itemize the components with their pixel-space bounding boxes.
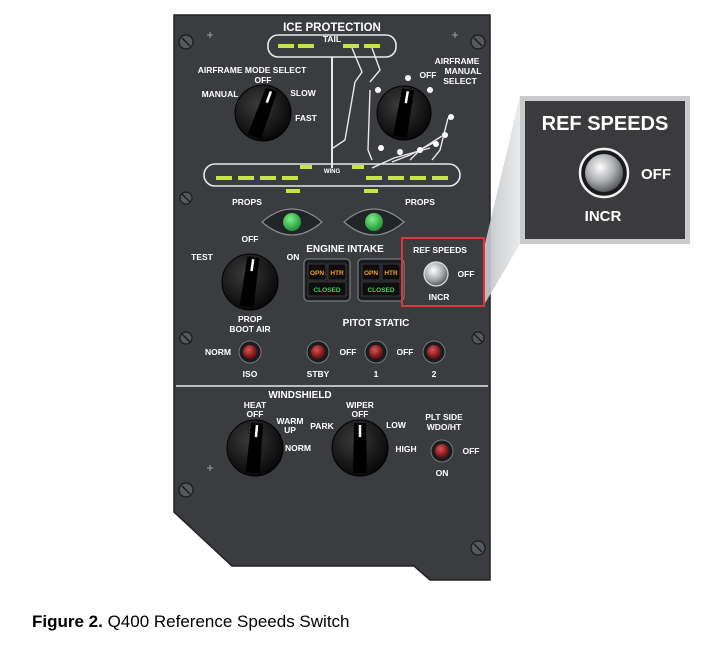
airframe-manual-title-2: MANUAL [445,66,482,76]
engine-intake-left-opn: OPN [310,270,324,277]
warm-up-2: UP [284,425,296,435]
prop-knob-test: TEST [191,252,214,262]
panel-crosses [207,32,458,471]
engine-intake-right-closed: CLOSED [367,287,394,294]
pitot-2-button[interactable] [422,340,446,364]
pitot-stby-button[interactable] [306,340,330,364]
heat-off-1: HEAT [244,400,267,410]
callout-button [585,154,623,192]
figure-caption-label: Figure 2. [32,612,103,631]
airframe-manual-knob[interactable] [376,85,432,141]
engine-intake-right-opn: OPN [364,270,378,277]
prop-knob-off: OFF [242,234,259,244]
plt-side-1: PLT SIDE [425,412,463,422]
callout-incr: INCR [585,208,622,225]
engine-intake-right-htr: HTR [384,270,398,277]
airframe-mode-fast: FAST [295,113,318,123]
wiper-off-1: WIPER [346,400,374,410]
ref-speeds-off: OFF [458,269,475,279]
pitot-static-title: PITOT STATIC [343,318,410,329]
ice-protection-title: ICE PROTECTION [283,22,381,34]
ref-speeds-callout: REF SPEEDS OFF INCR [520,96,690,244]
windshield-heat-knob[interactable] [226,419,284,477]
boot-air-iso: ISO [243,369,258,379]
wing-deice-segments [216,165,448,193]
plt-side-2: WDO/HT [427,422,462,432]
wiper-knob[interactable] [331,419,389,477]
wiper-low: LOW [386,420,407,430]
boot-air-button[interactable] [238,340,262,364]
plt-side-off: OFF [463,446,480,456]
prop-knob-on: ON [287,252,300,262]
heat-off-2: OFF [247,409,264,419]
ref-speeds-button[interactable] [423,261,449,287]
props-right-label: PROPS [405,197,435,207]
engine-intake-right-switch[interactable]: OPN HTR CLOSED [357,258,405,302]
plt-side-button[interactable] [430,439,454,463]
boot-air-norm: NORM [205,347,231,357]
ref-speeds-title: REF SPEEDS [413,245,467,255]
wing-outline [203,163,461,187]
pitot-2-label: 2 [432,369,437,379]
ref-speeds-highlight [401,237,485,307]
callout-title: REF SPEEDS [542,113,669,135]
airframe-manual-off: OFF [420,70,437,80]
airframe-mode-slow: SLOW [290,88,316,98]
figure-caption-text: Q400 Reference Speeds Switch [102,612,350,631]
engine-intake-title: ENGINE INTAKE [306,244,384,255]
prop-test-knob[interactable] [221,253,279,311]
airframe-mode-manual: MANUAL [202,89,239,99]
pitot-off-2: OFF [397,347,414,357]
pitot-1-label: 1 [374,369,379,379]
airframe-mode-off: OFF [255,75,272,85]
engine-intake-left-htr: HTR [330,270,344,277]
airframe-mode-knob[interactable] [234,84,292,142]
warm-up-1: WARM [277,416,304,426]
pitot-1-button[interactable] [364,340,388,364]
pitot-off-1: OFF [340,347,357,357]
callout-off: OFF [641,166,671,183]
callout-beam [484,96,520,305]
airframe-manual-title-1: AIRFRAME [435,56,480,66]
wiper-park: PARK [310,421,334,431]
plt-side-on: ON [436,468,449,478]
manual-select-nodes [375,87,454,155]
engine-intake-left-closed: CLOSED [313,287,340,294]
boot-air-title-1: PROP [238,314,262,324]
props-left-label: PROPS [232,197,262,207]
windshield-title: WINDSHIELD [268,390,331,401]
engine-intake-left-switch[interactable]: OPN HTR CLOSED [303,258,351,302]
tail-deice-segments [278,44,380,48]
heat-norm: NORM [285,443,311,453]
ref-speeds-incr: INCR [429,292,450,302]
airframe-mode-title: AIRFRAME MODE SELECT [198,65,307,75]
tail-label: TAIL [323,34,341,44]
props-right-indicator [343,208,405,236]
pitot-stby-label: STBY [307,369,330,379]
wing-label: WING [324,169,341,175]
props-left-indicator [261,208,323,236]
wiper-off-2: OFF [352,409,369,419]
airframe-manual-off-dot [405,75,411,81]
figure-caption: Figure 2. Q400 Reference Speeds Switch [32,612,350,632]
boot-air-title-2: BOOT AIR [229,324,270,334]
airframe-manual-title-3: SELECT [443,76,477,86]
wiper-high: HIGH [395,444,416,454]
